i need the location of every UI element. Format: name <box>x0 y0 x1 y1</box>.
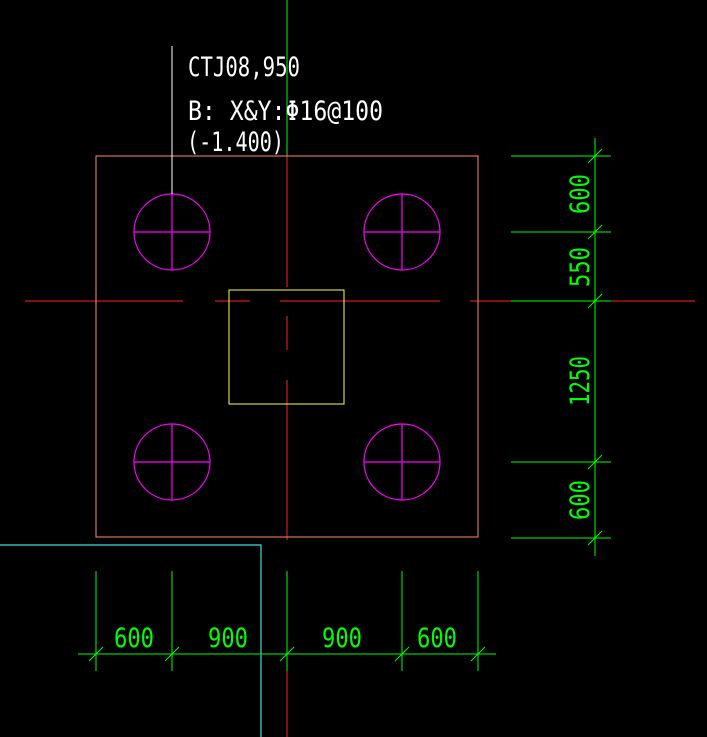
pile-bottom-left <box>133 423 211 501</box>
column-outline <box>228 289 345 405</box>
footing-outline <box>95 155 479 538</box>
dim-bottom-label-1: 600 <box>114 623 154 654</box>
bottom-dimension-chain: 600 900 900 600 <box>78 571 496 671</box>
footing-name-label: CTJ08,950 <box>188 52 300 83</box>
dim-bottom-tick-2 <box>164 646 180 662</box>
dim-bottom-label-3: 900 <box>322 623 362 654</box>
dim-right-tick-5 <box>587 530 603 546</box>
pile-top-left <box>133 193 211 271</box>
dim-right-tick-2 <box>587 224 603 240</box>
dim-bottom-tick-4 <box>394 646 410 662</box>
dim-right-label-1: 600 <box>565 174 596 214</box>
dim-right-label-2: 550 <box>565 247 596 287</box>
dim-right-tick-1 <box>587 148 603 164</box>
dim-bottom-tick-1 <box>88 646 104 662</box>
dim-bottom-tick-5 <box>470 646 486 662</box>
dim-bottom-tick-3 <box>279 646 295 662</box>
right-dimension-chain: 600 550 1250 600 <box>511 138 611 556</box>
dim-bottom-label-2: 900 <box>208 623 248 654</box>
pile-top-right <box>363 193 441 271</box>
dim-right-tick-4 <box>587 454 603 470</box>
footing-annotation: CTJ08,950 B: X&Y:Φ16@100 (-1.400) <box>187 52 383 158</box>
elevation-label: (-1.400) <box>187 127 284 158</box>
dim-right-label-3: 1250 <box>565 356 596 406</box>
boundary-line <box>0 544 262 737</box>
dim-right-label-4: 600 <box>565 480 596 520</box>
dim-right-tick-3 <box>587 293 603 309</box>
dim-bottom-label-4: 600 <box>417 623 457 654</box>
pile-bottom-right <box>363 423 441 501</box>
reinforcement-label: B: X&Y:Φ16@100 <box>188 96 383 127</box>
